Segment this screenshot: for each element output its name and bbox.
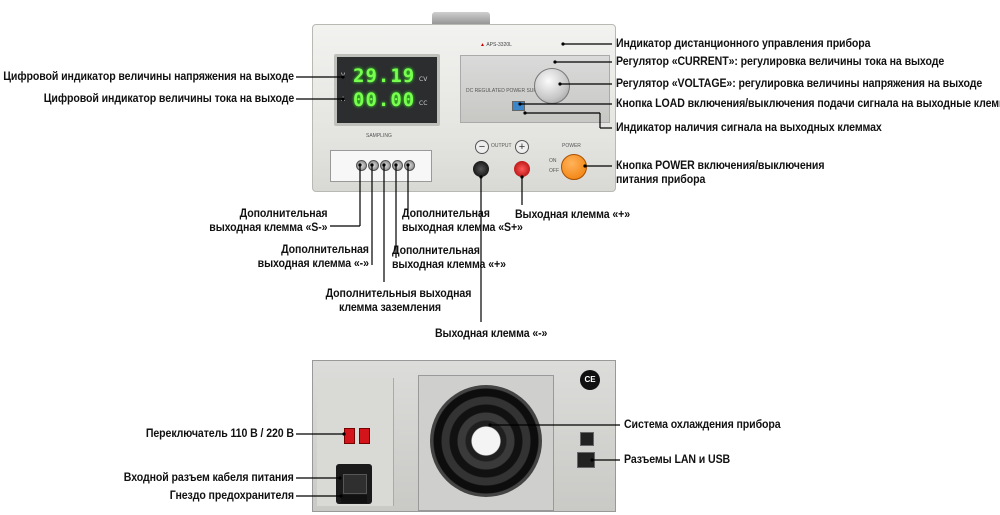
callout-minus-aux: Дополнительная выходная клемма «-» — [258, 243, 369, 271]
on-label: ON — [549, 158, 557, 164]
usb-port[interactable] — [580, 432, 594, 446]
callout-plus-aux-line2: выходная клемма «+» — [392, 259, 506, 271]
model-label: APS-3320L — [486, 42, 512, 48]
power-button[interactable] — [561, 154, 587, 180]
off-label: OFF — [549, 168, 559, 174]
cv-indicator: CV — [419, 76, 428, 83]
callout-remote-indicator: Индикатор дистанционного управления приб… — [616, 38, 871, 50]
callout-ground-line1: Дополнительныя выходная — [325, 288, 472, 300]
callout-s-minus: Дополнительная выходная клемма «S-» — [209, 207, 327, 235]
voltage-switch-right[interactable] — [359, 428, 370, 444]
callout-ground: Дополнительныя выходная клемма заземлени… — [325, 287, 472, 315]
current-display: 00.00 — [353, 89, 416, 111]
brand-strip: ▲ APS-3320L — [480, 42, 512, 48]
load-button[interactable] — [512, 101, 525, 111]
callout-lan-usb: Разъемы LAN и USB — [624, 454, 731, 466]
callout-s-plus: Дополнительная выходная клемма «S+» — [402, 207, 523, 235]
callout-voltage-switch: Переключатель 110 В / 220 В — [145, 428, 294, 440]
callout-current-display: Цифровой индикатор величины тока на выхо… — [43, 93, 295, 105]
callout-plus-aux-line1: Дополнительная — [392, 245, 480, 257]
callout-current-knob: Регулятор «CURRENT»: регулировка величин… — [616, 56, 945, 68]
callout-power-connector: Входной разъем кабеля питания — [124, 472, 294, 484]
callout-plus-aux: Дополнительная выходная клемма «+» — [392, 244, 506, 272]
callout-voltage-knob: Регулятор «VOLTAGE»: регулировка величин… — [616, 78, 983, 90]
output-terminal-minus[interactable] — [473, 161, 489, 177]
panel-title: DC REGULATED POWER SUPPLY — [466, 88, 546, 94]
ce-mark: CE — [580, 370, 600, 390]
callout-power-button-line1: Кнопка POWER включения/выключения — [616, 160, 825, 172]
sampling-label: SAMPLING — [366, 133, 392, 139]
fan-grill — [430, 385, 542, 497]
callout-load-button: Кнопка LOAD включения/выключения подачи … — [616, 98, 1000, 110]
cc-indicator: CC — [419, 100, 428, 107]
callout-s-plus-line2: выходная клемма «S+» — [402, 222, 523, 234]
callout-output-indicator: Индикатор наличия сигнала на выходных кл… — [616, 122, 882, 134]
fuse-holder[interactable] — [341, 495, 367, 503]
output-terminal-plus[interactable] — [514, 161, 530, 177]
callout-power-button-line2: питания прибора — [616, 174, 706, 186]
callout-power-button: Кнопка POWER включения/выключения питани… — [616, 159, 825, 187]
callout-fuse-holder: Гнездо предохранителя — [169, 490, 294, 502]
plus-symbol: + — [515, 140, 529, 154]
callout-minus-aux-line2: выходная клемма «-» — [257, 258, 369, 270]
power-label: POWER — [562, 143, 581, 149]
callout-s-minus-line1: Дополнительная — [239, 208, 327, 220]
callout-minus-output: Выходная клемма «-» — [435, 328, 548, 340]
output-label: OUTPUT — [491, 143, 512, 149]
callout-plus-output: Выходная клемма «+» — [515, 209, 631, 221]
power-socket-inner — [343, 474, 367, 494]
callout-minus-aux-line1: Дополнительная — [281, 244, 369, 256]
voltage-display: 29.19 — [353, 65, 416, 87]
callout-s-plus-line1: Дополнительная — [402, 208, 490, 220]
callout-s-minus-line2: выходная клемма «S-» — [208, 222, 327, 234]
callout-cooling-system: Система охлаждения прибора — [624, 419, 781, 431]
minus-symbol: − — [475, 140, 489, 154]
callout-voltage-display: Цифровой индикатор величины напряжения н… — [3, 71, 294, 83]
voltage-switch-left[interactable] — [344, 428, 355, 444]
callout-ground-line2: клемма заземления — [339, 302, 441, 314]
top-handle — [432, 12, 490, 26]
display-bezel — [334, 54, 440, 126]
